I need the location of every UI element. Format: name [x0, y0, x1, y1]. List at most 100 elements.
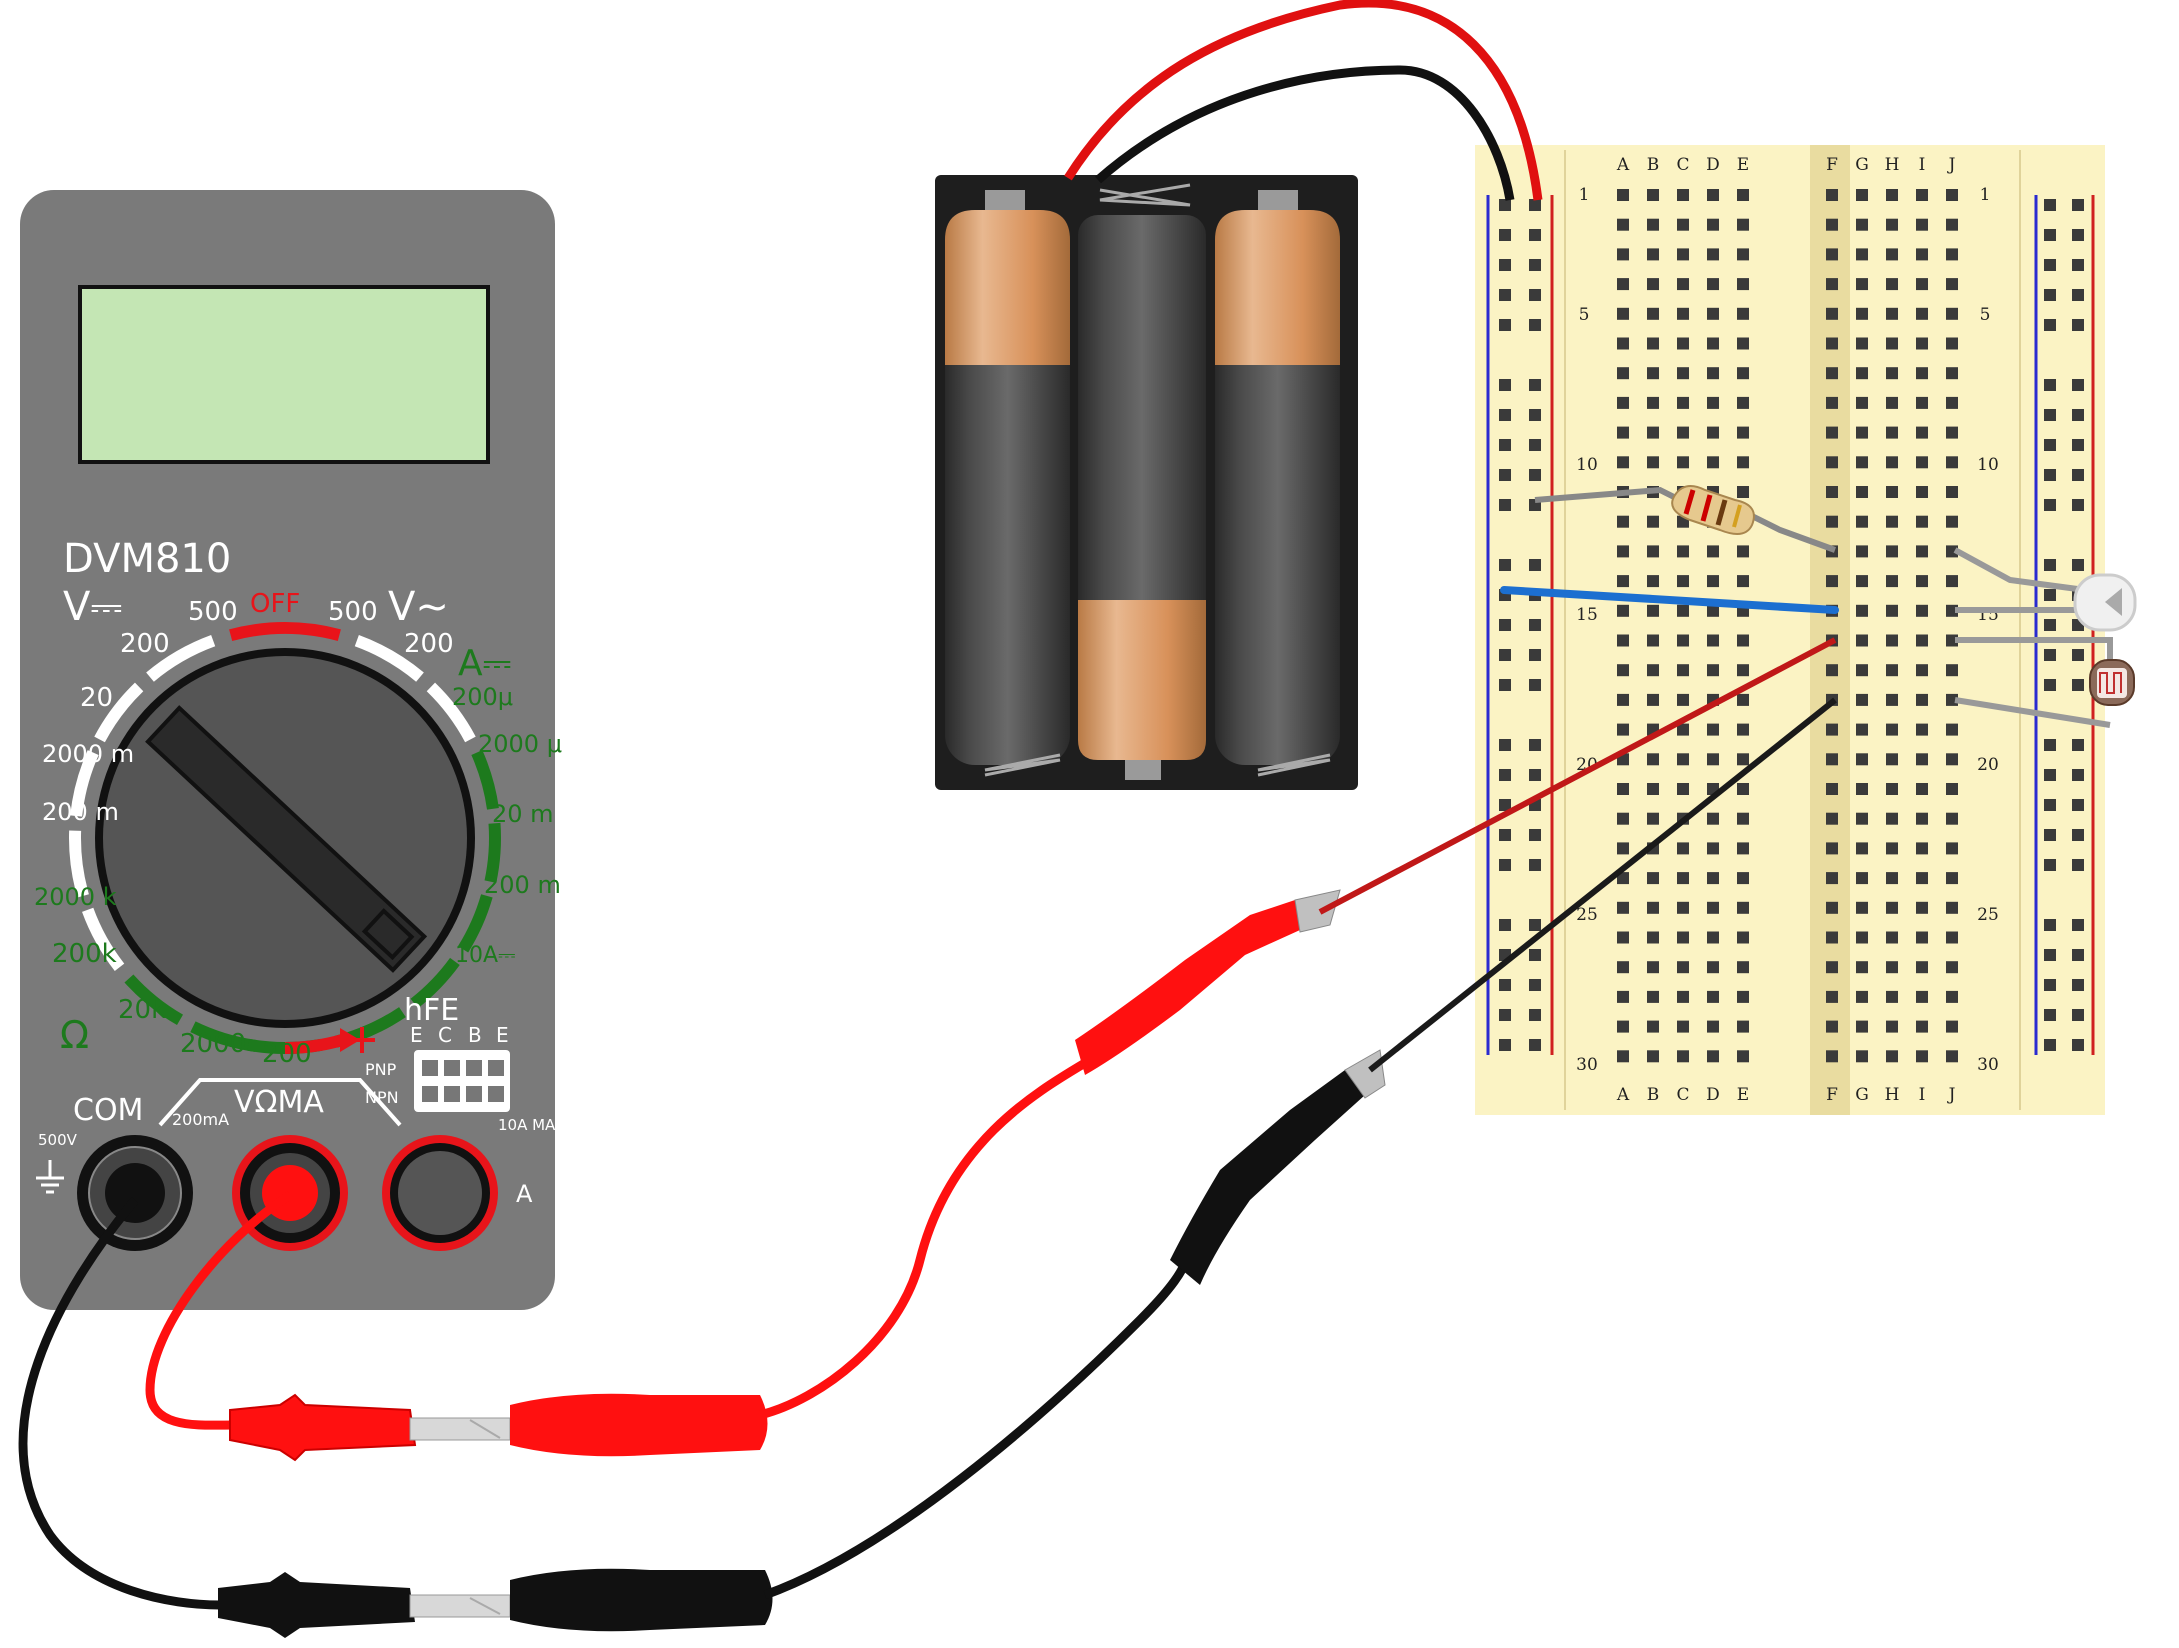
breadboard-hole[interactable] [1499, 649, 1511, 661]
breadboard-hole[interactable] [1529, 439, 1541, 451]
breadboard-hole[interactable] [1617, 278, 1629, 291]
breadboard-hole[interactable] [1886, 367, 1898, 380]
breadboard-hole[interactable] [1529, 949, 1541, 961]
breadboard-hole[interactable] [1617, 1050, 1629, 1063]
breadboard-hole[interactable] [1916, 753, 1928, 766]
breadboard-hole[interactable] [1826, 218, 1838, 231]
breadboard-hole[interactable] [1826, 931, 1838, 944]
breadboard-hole[interactable] [2044, 409, 2056, 421]
breadboard-hole[interactable] [1946, 515, 1958, 528]
breadboard-hole[interactable] [2072, 679, 2084, 691]
breadboard-hole[interactable] [1886, 634, 1898, 647]
breadboard-hole[interactable] [2072, 259, 2084, 271]
breadboard-hole[interactable] [1677, 693, 1689, 706]
breadboard-hole[interactable] [2044, 979, 2056, 991]
breadboard-hole[interactable] [1826, 515, 1838, 528]
breadboard-hole[interactable] [1677, 723, 1689, 736]
breadboard-hole[interactable] [2072, 649, 2084, 661]
breadboard-hole[interactable] [1617, 842, 1629, 855]
breadboard-hole[interactable] [1617, 783, 1629, 795]
breadboard-hole[interactable] [1737, 396, 1749, 409]
breadboard-hole[interactable] [1617, 1020, 1629, 1033]
breadboard-hole[interactable] [2044, 439, 2056, 451]
breadboard-hole[interactable] [1886, 218, 1898, 231]
breadboard-hole[interactable] [1617, 337, 1629, 350]
amps-jack[interactable] [382, 1135, 498, 1251]
breadboard-hole[interactable] [1677, 634, 1689, 647]
breadboard-hole[interactable] [2044, 499, 2056, 511]
breadboard-hole[interactable] [1499, 1039, 1511, 1051]
breadboard-hole[interactable] [1886, 486, 1898, 498]
breadboard-hole[interactable] [1946, 367, 1958, 380]
breadboard-hole[interactable] [2072, 799, 2084, 811]
breadboard-hole[interactable] [1707, 723, 1719, 736]
breadboard-hole[interactable] [2044, 949, 2056, 961]
breadboard-hole[interactable] [1886, 1020, 1898, 1033]
breadboard-hole[interactable] [1946, 812, 1958, 825]
breadboard-hole[interactable] [1886, 990, 1898, 1003]
breadboard-hole[interactable] [1886, 307, 1898, 320]
breadboard-hole[interactable] [1707, 872, 1719, 885]
breadboard-hole[interactable] [1707, 901, 1719, 914]
breadboard-hole[interactable] [1856, 961, 1868, 974]
breadboard-hole[interactable] [1707, 1050, 1719, 1063]
breadboard-hole[interactable] [1737, 723, 1749, 736]
breadboard-hole[interactable] [1617, 218, 1629, 231]
breadboard-hole[interactable] [1529, 199, 1541, 211]
breadboard-hole[interactable] [1707, 337, 1719, 350]
breadboard-hole[interactable] [1647, 367, 1659, 380]
breadboard-hole[interactable] [1856, 990, 1868, 1003]
breadboard-hole[interactable] [1946, 901, 1958, 914]
breadboard-hole[interactable] [1737, 753, 1749, 766]
breadboard-hole[interactable] [1499, 799, 1511, 811]
breadboard-hole[interactable] [2072, 1039, 2084, 1051]
breadboard-hole[interactable] [1946, 189, 1958, 201]
breadboard-hole[interactable] [1886, 545, 1898, 558]
breadboard-hole[interactable] [1826, 396, 1838, 409]
breadboard-hole[interactable] [1499, 979, 1511, 991]
breadboard-hole[interactable] [1647, 961, 1659, 974]
breadboard-hole[interactable] [1647, 872, 1659, 885]
breadboard-hole[interactable] [1856, 693, 1868, 706]
breadboard-hole[interactable] [1856, 842, 1868, 855]
breadboard-hole[interactable] [1529, 619, 1541, 631]
breadboard-hole[interactable] [2044, 859, 2056, 871]
breadboard-hole[interactable] [1677, 783, 1689, 795]
breadboard-hole[interactable] [2072, 499, 2084, 511]
breadboard-hole[interactable] [1737, 337, 1749, 350]
breadboard-hole[interactable] [1916, 872, 1928, 885]
breadboard-hole[interactable] [1529, 649, 1541, 661]
breadboard-hole[interactable] [1856, 753, 1868, 766]
breadboard-hole[interactable] [2044, 289, 2056, 301]
breadboard-hole[interactable] [1647, 1020, 1659, 1033]
breadboard-hole[interactable] [1617, 545, 1629, 558]
breadboard-hole[interactable] [1856, 486, 1868, 498]
breadboard-hole[interactable] [1647, 248, 1659, 261]
breadboard-hole[interactable] [1499, 1009, 1511, 1021]
breadboard-hole[interactable] [1647, 990, 1659, 1003]
breadboard-hole[interactable] [1856, 367, 1868, 380]
breadboard-hole[interactable] [1946, 575, 1958, 588]
breadboard-hole[interactable] [2044, 469, 2056, 481]
breadboard-hole[interactable] [1826, 723, 1838, 736]
breadboard-hole[interactable] [1529, 1039, 1541, 1051]
breadboard-hole[interactable] [1916, 248, 1928, 261]
breadboard-hole[interactable] [1916, 337, 1928, 350]
breadboard-hole[interactable] [1737, 961, 1749, 974]
breadboard-hole[interactable] [1499, 619, 1511, 631]
breadboard-hole[interactable] [1916, 783, 1928, 795]
breadboard-hole[interactable] [1707, 278, 1719, 291]
breadboard-hole[interactable] [1677, 604, 1689, 617]
breadboard-hole[interactable] [1916, 1020, 1928, 1033]
breadboard-hole[interactable] [1826, 486, 1838, 498]
breadboard-hole[interactable] [1916, 723, 1928, 736]
breadboard-hole[interactable] [1737, 1050, 1749, 1063]
breadboard-hole[interactable] [1737, 664, 1749, 677]
breadboard-hole[interactable] [1916, 396, 1928, 409]
breadboard-hole[interactable] [1826, 575, 1838, 588]
breadboard-hole[interactable] [2072, 739, 2084, 751]
breadboard-hole[interactable] [1647, 901, 1659, 914]
breadboard-hole[interactable] [1916, 812, 1928, 825]
breadboard-hole[interactable] [1647, 278, 1659, 291]
breadboard-hole[interactable] [1529, 769, 1541, 781]
